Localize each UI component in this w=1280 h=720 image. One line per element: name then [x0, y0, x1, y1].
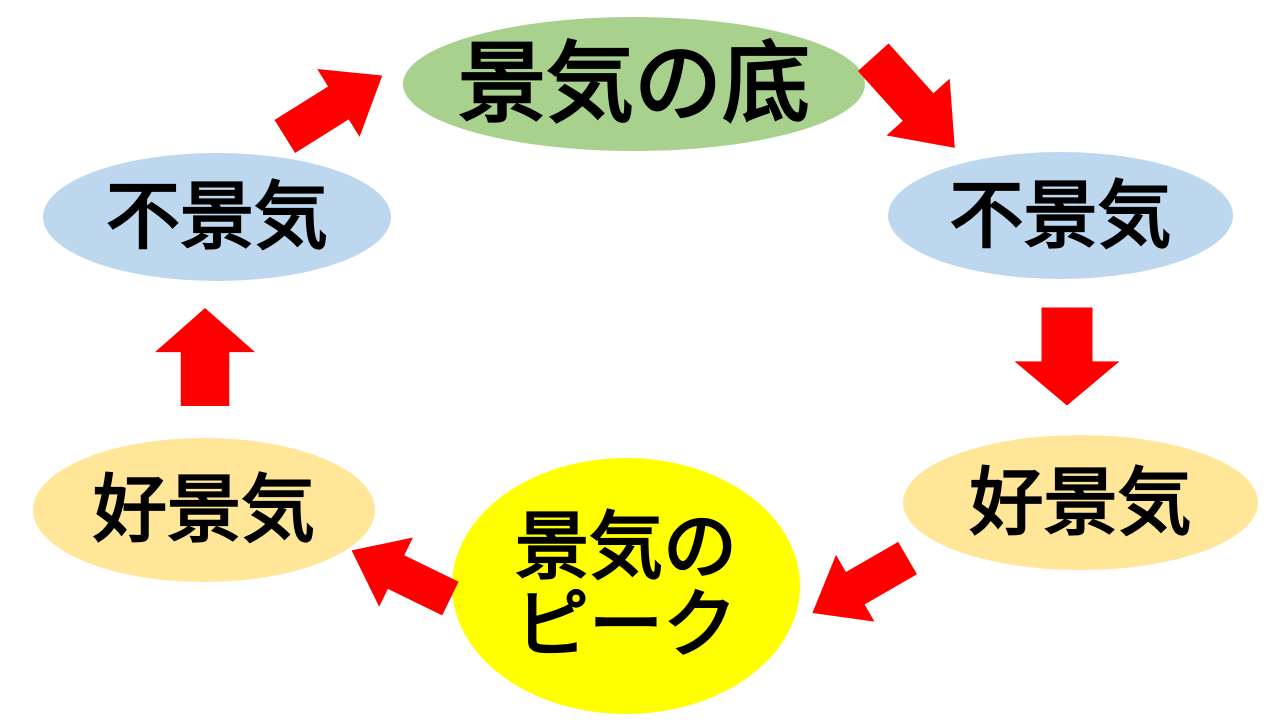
arrow-recession-right-to-boom-right-icon	[1014, 307, 1120, 406]
node-trough-of-cycle: 景気の底	[403, 17, 865, 151]
node-boom-right: 好景気	[903, 435, 1258, 570]
arrow-boom-left-to-recession-left-icon	[155, 308, 255, 406]
node-boom-left: 好景気	[33, 438, 375, 582]
node-recession-right: 不景気	[888, 152, 1233, 279]
arrow-recession-left-to-trough-icon	[264, 42, 404, 171]
node-recession-left: 不景気	[43, 153, 391, 281]
arrow-peak-to-boom-left-icon	[335, 516, 468, 633]
arrow-trough-to-recession-right-icon	[842, 29, 987, 177]
node-peak-of-cycle: 景気の ピーク	[452, 458, 800, 714]
arrow-boom-right-to-peak-icon	[793, 525, 927, 647]
